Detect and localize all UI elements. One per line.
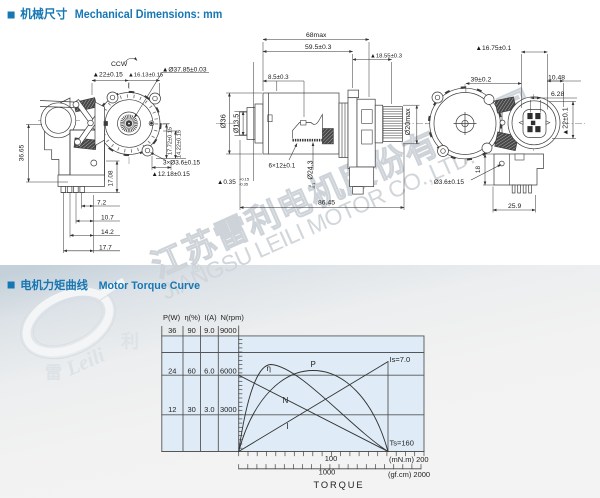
svg-text:24: 24: [168, 367, 176, 376]
svg-text:▲16.75±0.1: ▲16.75±0.1: [476, 45, 512, 52]
svg-text:60: 60: [188, 367, 196, 376]
svg-text:η(%): η(%): [185, 313, 201, 322]
svg-text:Ø3.6±0.15: Ø3.6±0.15: [434, 179, 465, 186]
svg-text:6.28: 6.28: [551, 91, 564, 98]
svg-text:(gf.cm) 2000: (gf.cm) 2000: [388, 470, 430, 479]
svg-text:电机力矩曲线: 电机力矩曲线: [20, 278, 88, 292]
svg-text:Motor Torque Curve: Motor Torque Curve: [99, 280, 201, 292]
svg-text:▲16.13±0.15: ▲16.13±0.15: [128, 73, 164, 79]
svg-text:CCW: CCW: [111, 61, 128, 68]
svg-text:86.45: 86.45: [318, 200, 335, 207]
svg-text:39±0.2: 39±0.2: [471, 77, 492, 84]
svg-text:3000: 3000: [220, 405, 237, 414]
svg-text:0: 0: [308, 185, 312, 187]
svg-text:®: ®: [192, 261, 201, 275]
svg-text:14.22±0.15: 14.22±0.15: [177, 130, 183, 158]
svg-text:η: η: [267, 364, 271, 373]
svg-text:12: 12: [168, 405, 176, 414]
svg-text:7.2: 7.2: [97, 200, 106, 207]
svg-text:8.5±0.3: 8.5±0.3: [268, 74, 289, 81]
svg-text:10.7: 10.7: [101, 215, 114, 222]
svg-text:机械尺寸: 机械尺寸: [20, 7, 67, 21]
svg-text:▲22±0.15: ▲22±0.15: [93, 72, 124, 79]
svg-text:Ø13.5: Ø13.5: [232, 114, 241, 134]
svg-text:6000: 6000: [220, 367, 237, 376]
svg-text:25.9: 25.9: [508, 203, 521, 210]
svg-text:P(W): P(W): [163, 313, 181, 322]
svg-text:Ø20max: Ø20max: [403, 108, 412, 136]
svg-text:36: 36: [168, 326, 176, 335]
svg-text:P: P: [311, 360, 316, 369]
svg-text:1000: 1000: [319, 468, 336, 477]
svg-text:Ø24.3: Ø24.3: [308, 160, 315, 179]
svg-text:▲Ø37.85±0.03: ▲Ø37.85±0.03: [162, 66, 207, 73]
svg-text:-0.35: -0.35: [239, 182, 249, 187]
svg-text:100: 100: [325, 454, 338, 463]
svg-text:30: 30: [188, 405, 196, 414]
svg-text:17.08: 17.08: [108, 170, 115, 186]
svg-text:N: N: [283, 396, 289, 405]
svg-text:59.5±0.3: 59.5±0.3: [305, 44, 332, 51]
svg-text:I: I: [287, 422, 289, 431]
svg-text:3.0: 3.0: [204, 405, 214, 414]
svg-text:36.65: 36.65: [19, 144, 26, 161]
svg-text:90: 90: [188, 326, 196, 335]
svg-text:▲0.35: ▲0.35: [217, 179, 236, 186]
svg-text:雷: 雷: [45, 364, 62, 383]
svg-text:17.72±0.15: 17.72±0.15: [168, 127, 174, 155]
svg-text:10.48: 10.48: [548, 75, 565, 82]
svg-text:N(rpm): N(rpm): [221, 313, 245, 322]
svg-text:Mechanical Dimensions: mm: Mechanical Dimensions: mm: [75, 7, 223, 21]
svg-text:▲18.55±0.3: ▲18.55±0.3: [370, 54, 403, 60]
svg-text:I(A): I(A): [205, 313, 218, 322]
svg-text:6.0: 6.0: [204, 367, 214, 376]
svg-text:17.7: 17.7: [99, 244, 112, 251]
svg-text:Ts=160: Ts=160: [390, 439, 414, 448]
svg-text:+0.15: +0.15: [239, 177, 250, 182]
svg-text:9.0: 9.0: [204, 326, 214, 335]
svg-text:18: 18: [475, 166, 482, 174]
svg-text:Is=7.0: Is=7.0: [390, 355, 411, 364]
svg-text:6×12±0.1: 6×12±0.1: [269, 163, 296, 170]
svg-text:▲12.18±0.15: ▲12.18±0.15: [152, 171, 191, 178]
svg-text:TORQUE: TORQUE: [314, 480, 365, 490]
svg-text:3×Ø3.6±0.15: 3×Ø3.6±0.15: [163, 160, 201, 167]
svg-text:9000: 9000: [220, 326, 237, 335]
svg-text:▲22±0.1: ▲22±0.1: [562, 107, 569, 135]
svg-text:利: 利: [121, 331, 139, 352]
svg-text:(mN.m) 200: (mN.m) 200: [389, 455, 429, 464]
svg-text:-0.1: -0.1: [312, 183, 316, 189]
svg-text:68max: 68max: [306, 32, 327, 39]
svg-text:Ø36: Ø36: [219, 114, 228, 128]
svg-text:14.2: 14.2: [101, 229, 114, 236]
